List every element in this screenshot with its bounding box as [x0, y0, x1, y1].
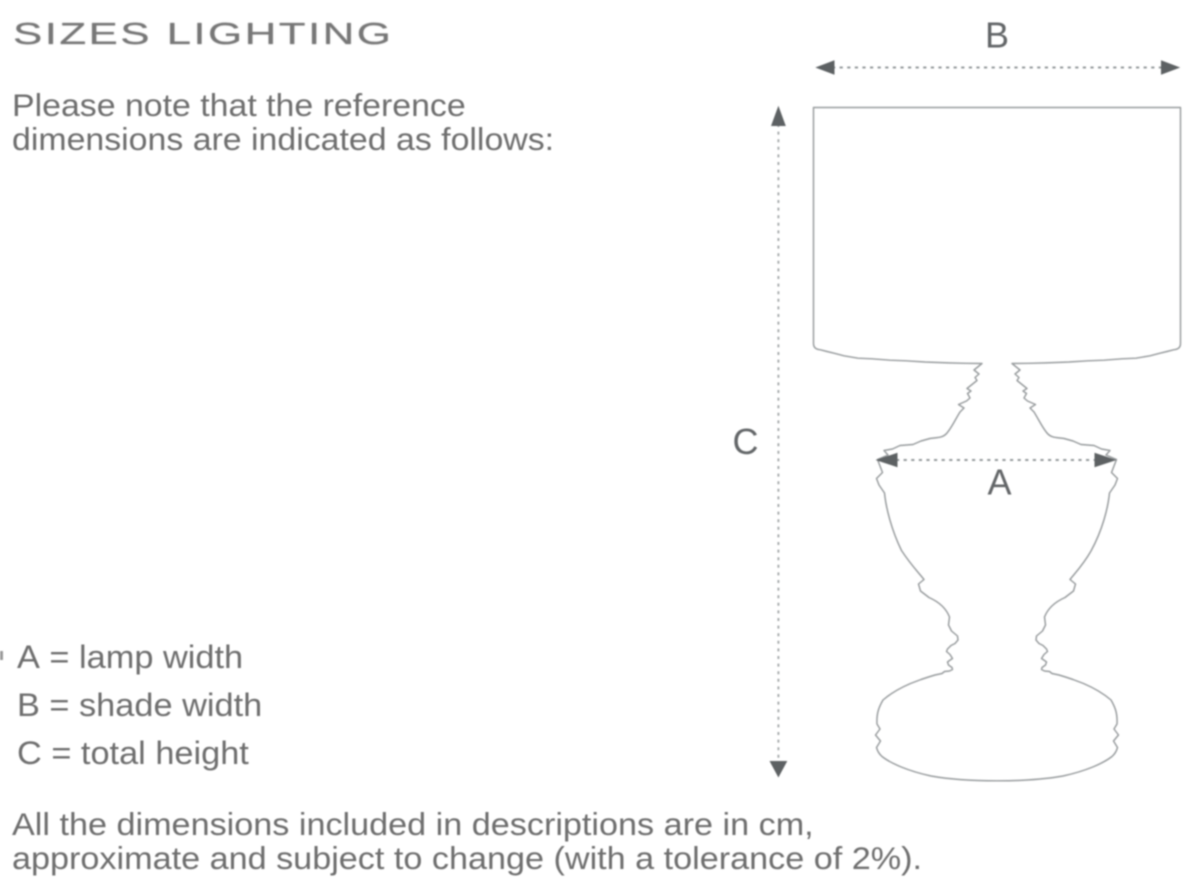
- svg-text:A: A: [987, 462, 1011, 503]
- svg-text:C: C: [733, 421, 759, 462]
- svg-text:B: B: [985, 15, 1009, 56]
